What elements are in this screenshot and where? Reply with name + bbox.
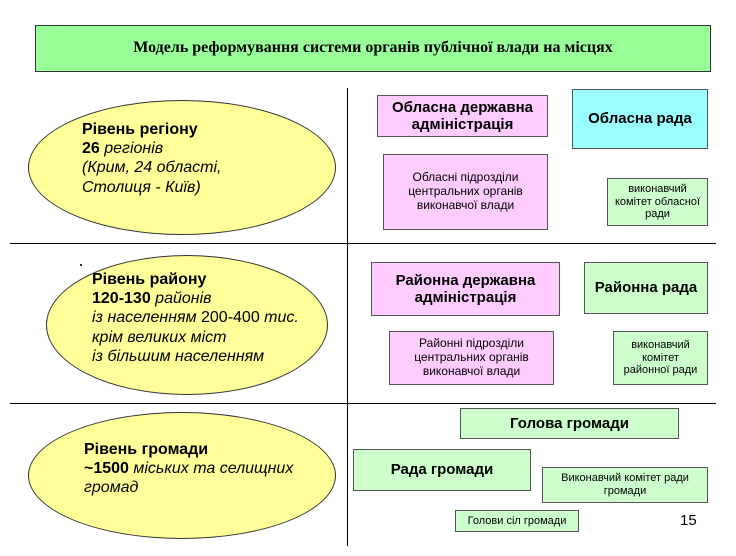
district-line2-b: 200-400 [201, 309, 260, 327]
community-ellipse [28, 412, 336, 539]
diagram-title-text: Модель реформування системи органів публ… [133, 39, 613, 57]
community-count-word: міських та селищних [128, 460, 294, 478]
oblast-council-box: Обласна рада [572, 89, 708, 149]
raion-subdivisions-box: Районні підрозділи центральних органів в… [389, 331, 554, 385]
region-count-num: 26 [82, 140, 100, 158]
oblast-exec-committee-label: виконавчий комітет обласної ради [614, 183, 701, 221]
oblast-state-administration-label: Обласна державна адміністрація [392, 98, 533, 133]
community-count-num: ~1500 [84, 460, 129, 478]
district-count-num: 120-130 [92, 290, 151, 308]
raion-state-administration-label: Районна державна адміністрація [395, 271, 536, 306]
community-council-label: Рада громади [390, 461, 494, 479]
page-number: 15 [680, 512, 697, 529]
community-head-box: Голова громади [460, 408, 679, 439]
community-head-label: Голова громади [510, 414, 629, 432]
raion-exec-committee-label: виконавчий комітет районної ради [623, 339, 698, 377]
district-line3: крім великих міст [92, 328, 227, 346]
oblast-subdivisions-box: Обласні підрозділи центральних органів в… [383, 154, 548, 230]
region-ellipse [28, 100, 336, 235]
oblast-subdivisions-label: Обласні підрозділи центральних органів в… [408, 170, 523, 212]
community-council-box: Рада громади [353, 449, 531, 491]
district-line2-c: тис. [259, 309, 299, 327]
oblast-state-administration-box: Обласна державна адміністрація [377, 95, 548, 137]
horizontal-divider-1 [10, 243, 716, 244]
region-detail-2: Столиця - Київ) [82, 178, 201, 196]
raion-council-label: Районна рада [594, 279, 698, 297]
diagram-title: Модель реформування системи органів публ… [35, 25, 711, 72]
region-count-word: регіонів [104, 140, 164, 158]
raion-state-administration-box: Районна державна адміністрація [371, 262, 560, 316]
community-text: Рівень громади ~1500 міських та селищних… [84, 440, 329, 498]
district-heading: Рівень району [92, 271, 207, 288]
region-detail-1: (Крим, 24 області, [82, 159, 222, 177]
oblast-council-label: Обласна рада [588, 110, 692, 128]
community-line2: громад [84, 479, 139, 497]
community-heading: Рівень громади [84, 441, 209, 458]
district-line2-a: із населенням [92, 309, 201, 327]
region-heading: Рівень регіону [82, 121, 198, 138]
district-ellipse [46, 255, 328, 395]
region-text: Рівень регіону 26 регіонів (Крим, 24 обл… [82, 120, 332, 197]
horizontal-divider-2 [10, 403, 716, 404]
village-heads-label: Голови сіл громади [467, 514, 567, 527]
raion-subdivisions-label: Районні підрозділи центральних органів в… [414, 336, 529, 378]
village-heads-box: Голови сіл громади [455, 510, 579, 532]
community-exec-committee-box: Виконавчий комітет ради громади [542, 467, 708, 503]
community-exec-committee-label: Виконавчий комітет ради громади [561, 472, 689, 497]
district-line4: із більшим населенням [92, 347, 265, 365]
raion-council-box: Районна рада [584, 262, 708, 314]
district-text: Рівень району 120-130 районів із населен… [92, 270, 337, 366]
district-count-word: районів [155, 290, 212, 308]
oblast-exec-committee-box: виконавчий комітет обласної ради [607, 178, 708, 226]
raion-exec-committee-box: виконавчий комітет районної ради [613, 331, 708, 385]
vertical-divider [347, 88, 348, 546]
stray-dot [80, 264, 82, 266]
